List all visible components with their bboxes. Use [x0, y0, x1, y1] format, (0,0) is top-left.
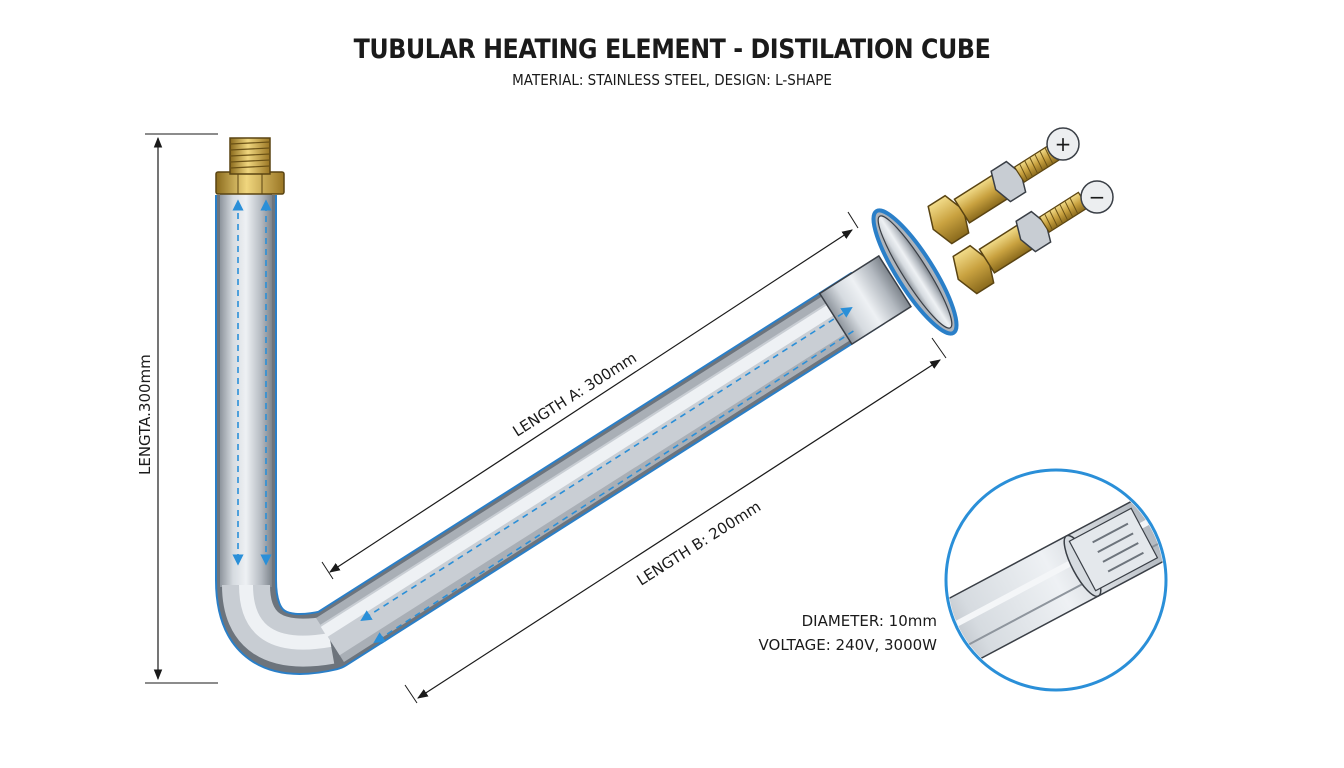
terminal-negative [952, 188, 1098, 295]
dimension-length-b [404, 337, 947, 704]
vertical-length-label: LENGTA.300mm [136, 354, 154, 475]
diameter-spec: DIAMETER: 10mm [802, 612, 937, 630]
flange [871, 208, 959, 336]
positive-symbol: + [1055, 132, 1072, 156]
dimension-length-a [321, 211, 859, 580]
terminal-negative-cap [1080, 180, 1114, 214]
length-b-label: LENGTH B: 200mm [633, 497, 764, 589]
diagram-title: TUBULAR HEATING ELEMENT - DISTILATION CU… [353, 34, 991, 65]
negative-symbol: − [1089, 185, 1106, 209]
vertical-dimension [145, 133, 218, 684]
detail-magnifier [944, 468, 1168, 692]
top-threaded-fitting [215, 137, 285, 195]
terminal-positive-cap [1046, 127, 1080, 161]
voltage-spec: VOLTAGE: 240V, 3000W [759, 636, 938, 654]
diagram-subtitle: MATERIAL: STAINLESS STEEL, DESIGN: L-SHA… [512, 71, 832, 89]
